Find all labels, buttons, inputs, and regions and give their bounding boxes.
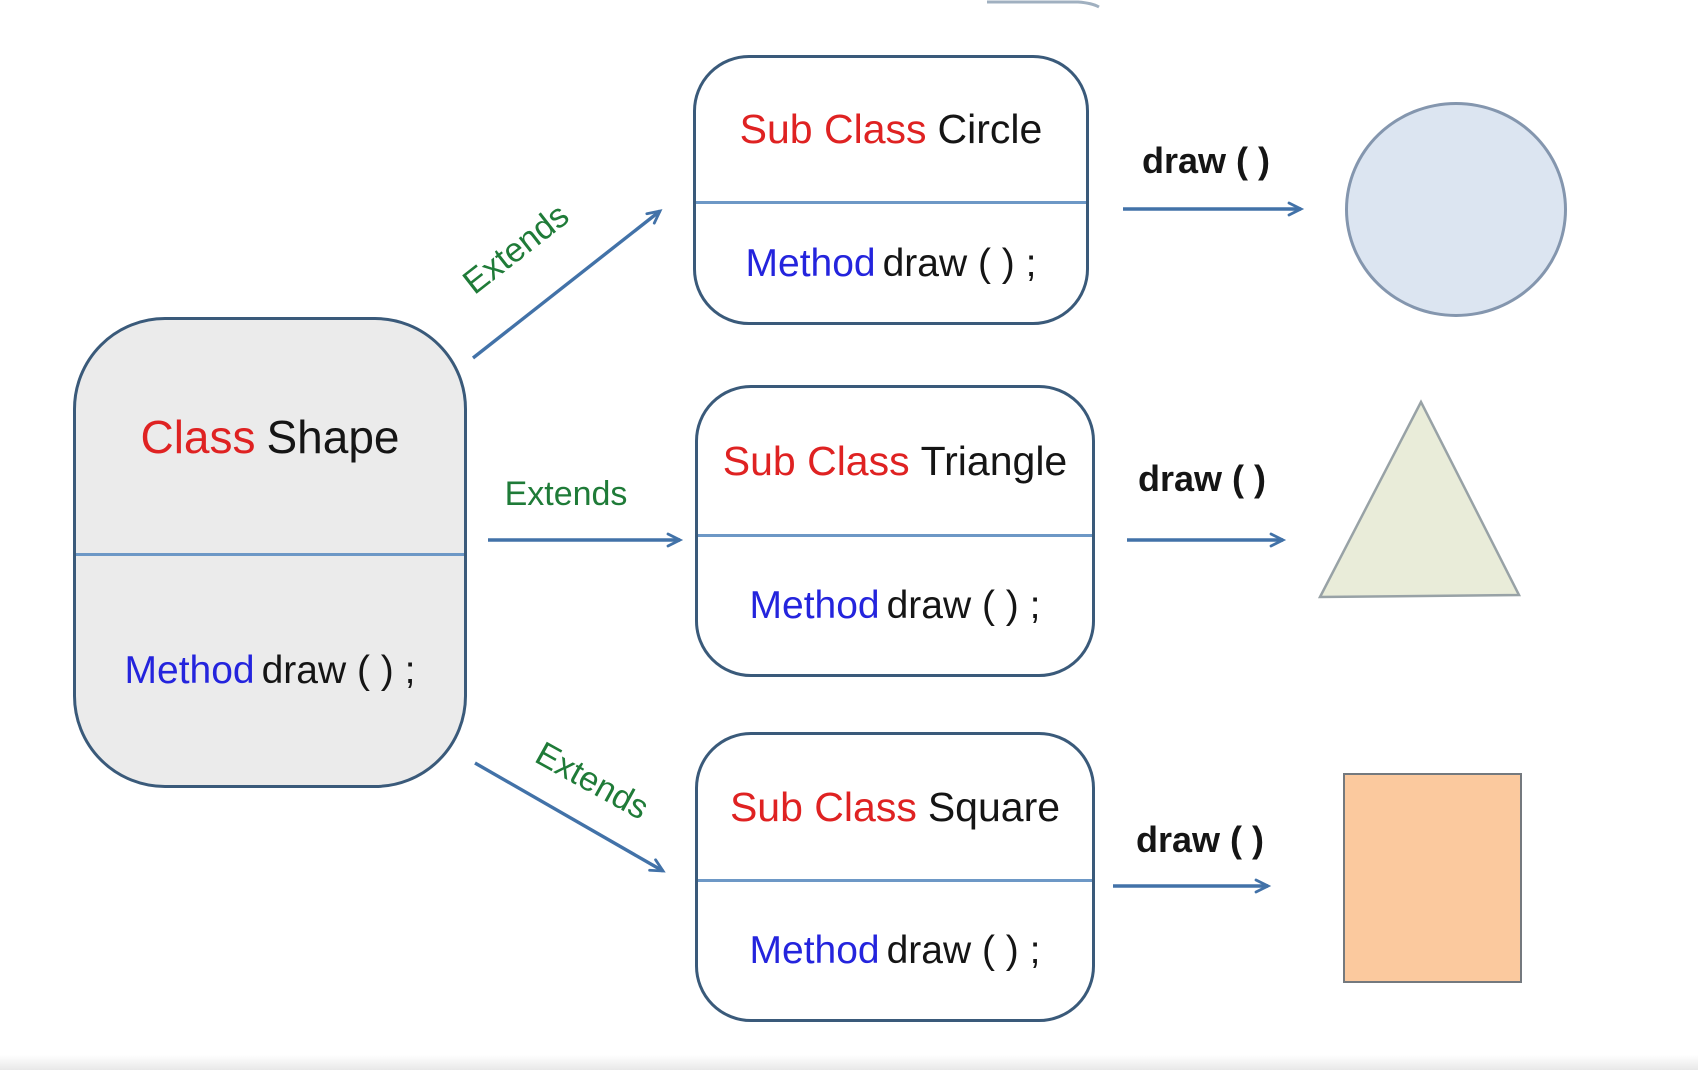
- method-keyword: Method: [749, 929, 880, 972]
- cropped-edge-artifact: [987, 0, 1100, 9]
- circle-shape: [1345, 102, 1567, 317]
- subclass-keyword: Sub Class: [739, 106, 927, 152]
- class-keyword: Class: [140, 410, 256, 463]
- method-keyword: Method: [749, 584, 880, 627]
- draw-label-triangle: draw ( ): [1137, 458, 1267, 499]
- extends-label-circle: Extends: [455, 196, 577, 302]
- subclass-keyword: Sub Class: [722, 437, 910, 484]
- method-signature: draw ( ) ;: [886, 929, 1041, 972]
- draw-label-circle: draw ( ): [1141, 140, 1271, 181]
- draw-label-square: draw ( ): [1135, 819, 1265, 860]
- method-signature: draw ( ) ;: [886, 584, 1041, 627]
- method-signature: draw ( ) ;: [882, 241, 1037, 285]
- extends-label-square: Extends: [529, 734, 655, 828]
- subclass-name: Circle: [937, 106, 1043, 152]
- method-signature: draw ( ) ;: [261, 649, 416, 692]
- subclass-name: Square: [927, 783, 1061, 830]
- cropped-bottom-artifact: [0, 1055, 1698, 1070]
- class-name: Shape: [266, 410, 400, 463]
- method-keyword: Method: [124, 649, 255, 692]
- method-keyword: Method: [745, 241, 876, 285]
- square-shape: [1343, 773, 1522, 983]
- subclass-name: Triangle: [920, 437, 1068, 484]
- triangle-shape: [1317, 399, 1522, 599]
- subclass-keyword: Sub Class: [729, 783, 917, 830]
- extends-label-triangle: Extends: [504, 475, 628, 513]
